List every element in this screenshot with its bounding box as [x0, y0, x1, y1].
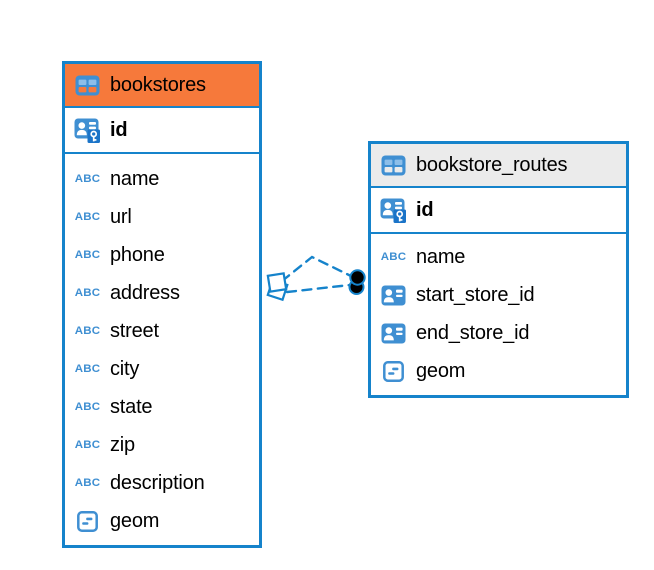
field-row[interactable]: ABC state	[65, 388, 259, 426]
one-end-marker[interactable]	[348, 269, 366, 295]
field-rows: ABC name start_store_id end_store_id geom	[371, 234, 626, 394]
field-icon-box: ABC	[74, 477, 101, 489]
field-icon-box: ABC	[74, 249, 101, 261]
field-row[interactable]: ABC phone	[65, 236, 259, 274]
field-label: url	[110, 205, 132, 228]
field-icon-box: ABC	[74, 363, 101, 375]
field-icon-box	[380, 285, 407, 306]
field-icon-box: ABC	[74, 287, 101, 299]
table-header[interactable]: bookstore_routes	[371, 144, 626, 188]
field-row[interactable]: ABC name	[371, 238, 626, 276]
field-row[interactable]: end_store_id	[371, 314, 626, 352]
text-type-icon: ABC	[74, 249, 101, 261]
field-row[interactable]: ABC name	[65, 160, 259, 198]
relationship-line-1[interactable]	[280, 255, 355, 283]
text-type-icon: ABC	[74, 173, 101, 185]
reference-icon	[381, 323, 406, 343]
table-header[interactable]: bookstores	[65, 64, 259, 108]
field-row[interactable]: ABC zip	[65, 426, 259, 464]
field-label: state	[110, 395, 153, 418]
field-row[interactable]: ABC description	[65, 464, 259, 502]
table-icon	[74, 75, 101, 96]
field-label: start_store_id	[416, 283, 535, 306]
field-row[interactable]: ABC address	[65, 274, 259, 312]
field-icon-box	[74, 117, 101, 144]
primary-key-icon	[380, 198, 406, 223]
reference-icon	[381, 285, 406, 305]
one-marker-dot-upper	[349, 269, 366, 286]
field-label: city	[110, 357, 140, 380]
text-type-icon: ABC	[74, 325, 101, 337]
text-type-icon: ABC	[74, 439, 101, 451]
field-label: geom	[416, 359, 466, 382]
primary-key-icon	[74, 118, 100, 143]
field-label: zip	[110, 433, 135, 456]
many-marker-square-front	[266, 272, 288, 293]
table-title: bookstore_routes	[416, 153, 568, 176]
text-type-icon: ABC	[74, 211, 101, 223]
field-label: id	[416, 198, 434, 221]
field-label: description	[110, 471, 205, 494]
field-label: street	[110, 319, 159, 342]
key-rows: id	[371, 188, 626, 234]
table-icon	[75, 75, 100, 95]
primary-key-row[interactable]: id	[371, 188, 626, 234]
field-row[interactable]: ABC city	[65, 350, 259, 388]
text-type-icon: ABC	[74, 401, 101, 413]
field-row[interactable]: ABC url	[65, 198, 259, 236]
text-type-icon: ABC	[74, 287, 101, 299]
field-row[interactable]: start_store_id	[371, 276, 626, 314]
text-type-icon: ABC	[74, 477, 101, 489]
field-icon-box	[380, 197, 407, 224]
table-title: bookstores	[110, 73, 206, 96]
relationship-line-2[interactable]	[285, 283, 352, 294]
field-row[interactable]: ABC street	[65, 312, 259, 350]
field-row[interactable]: geom	[371, 352, 626, 390]
field-icon-box: ABC	[74, 439, 101, 451]
field-label: end_store_id	[416, 321, 530, 344]
table-icon	[380, 155, 407, 176]
relationship-bookstores-bookstore-routes[interactable]	[266, 255, 366, 302]
field-label: phone	[110, 243, 165, 266]
field-icon-box: ABC	[74, 173, 101, 185]
field-icon-box	[380, 323, 407, 344]
field-icon-box: ABC	[74, 211, 101, 223]
field-icon-box	[74, 510, 101, 532]
text-type-icon: ABC	[74, 363, 101, 375]
field-label: geom	[110, 509, 160, 532]
field-icon-box: ABC	[380, 251, 407, 263]
geometry-icon	[383, 360, 404, 382]
table-bookstore-routes[interactable]: bookstore_routes id ABC name start_store_…	[368, 141, 629, 398]
field-label: name	[110, 167, 160, 190]
field-icon-box: ABC	[74, 401, 101, 413]
field-label: name	[416, 245, 466, 268]
field-icon-box: ABC	[74, 325, 101, 337]
text-type-icon: ABC	[380, 251, 407, 263]
field-label: id	[110, 118, 128, 141]
field-row[interactable]: geom	[65, 502, 259, 540]
key-rows: id	[65, 108, 259, 154]
many-end-marker[interactable]	[266, 272, 289, 302]
field-label: address	[110, 281, 180, 304]
geometry-icon	[77, 510, 98, 532]
field-icon-box	[380, 360, 407, 382]
table-icon	[381, 155, 406, 175]
primary-key-row[interactable]: id	[65, 108, 259, 154]
